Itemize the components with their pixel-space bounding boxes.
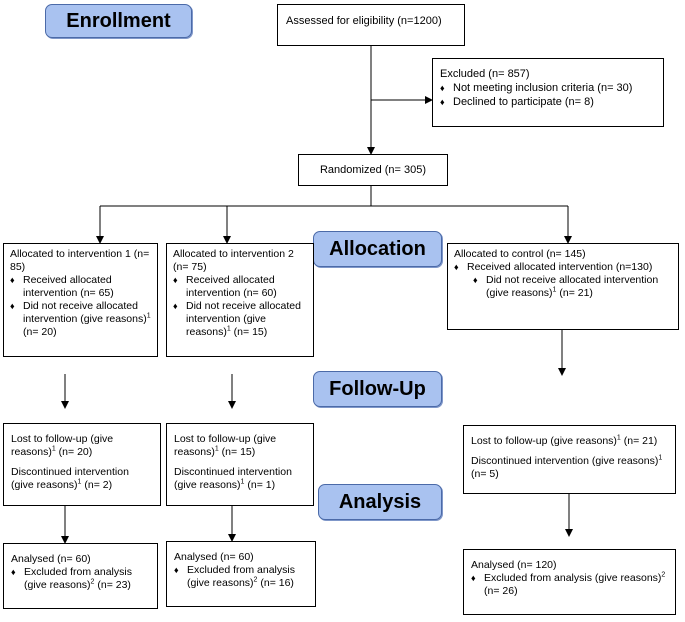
excluded-analysis-text: Excluded from analysis (give reasons): [484, 572, 662, 584]
lost-n: (n= 21): [620, 435, 658, 447]
lost-n: (n= 20): [55, 446, 93, 458]
followup-control-box: Lost to follow-up (give reasons)1 (n= 21…: [463, 425, 676, 494]
followup-int1-box: Lost to follow-up (give reasons)1 (n= 20…: [3, 423, 161, 506]
lost-text: Lost to follow-up (give reasons): [174, 433, 277, 458]
excluded-analysis-n: (n= 26): [484, 585, 518, 597]
not-received-text: Did not receive allocated intervention (…: [486, 274, 659, 299]
not-received-item: Did not receive allocated intervention (…: [173, 300, 307, 339]
received-item: Received allocated intervention (n= 60): [173, 274, 307, 300]
stage-allocation: Allocation: [313, 231, 442, 267]
stage-enrollment: Enrollment: [45, 4, 192, 38]
footnote-2: 2: [90, 578, 95, 586]
eligibility-box: Assessed for eligibility (n=1200): [277, 4, 465, 46]
analysis-int1-box: Analysed (n= 60) Excluded from analysis …: [3, 543, 158, 609]
eligibility-text: Assessed for eligibility (n=1200): [286, 15, 442, 27]
disc-text: Discontinued intervention (give reasons): [11, 466, 129, 491]
analysis-control-box: Analysed (n= 120) Excluded from analysis…: [463, 549, 676, 615]
allocated-title: Allocated to intervention 2 (n= 75): [173, 248, 294, 273]
allocated-title: Allocated to intervention 1 (n= 85): [10, 248, 150, 273]
not-received-n: (n= 20): [23, 326, 57, 338]
excluded-item: Not meeting inclusion criteria (n= 30): [440, 81, 656, 95]
disc-n: (n= 5): [471, 468, 499, 480]
not-received-item: Did not receive allocated intervention (…: [454, 274, 672, 300]
stage-followup: Follow-Up: [313, 371, 442, 407]
discontinued: Discontinued intervention (give reasons)…: [471, 455, 668, 481]
analysis-int2-box: Analysed (n= 60) Excluded from analysis …: [166, 541, 316, 607]
followup-int2-box: Lost to follow-up (give reasons)1 (n= 15…: [166, 423, 314, 506]
stage-analysis: Analysis: [318, 484, 442, 520]
analysed: Analysed (n= 120): [471, 559, 557, 571]
randomized-text: Randomized (n= 305): [319, 164, 427, 176]
excluded-item: Declined to participate (n= 8): [440, 95, 656, 109]
footnote-1: 1: [51, 445, 56, 453]
lost-text: Lost to follow-up (give reasons): [471, 435, 617, 447]
disc-n: (n= 1): [244, 479, 276, 491]
allocated-int2-box: Allocated to intervention 2 (n= 75) Rece…: [166, 243, 314, 357]
lost-n: (n= 15): [218, 446, 256, 458]
lost-to-followup: Lost to follow-up (give reasons)1 (n= 20…: [11, 433, 153, 459]
not-received-item: Did not receive allocated intervention (…: [10, 300, 151, 339]
allocated-int1-box: Allocated to intervention 1 (n= 85) Rece…: [3, 243, 158, 357]
excluded-analysis-text: Excluded from analysis (give reasons): [24, 566, 132, 591]
footnote-2: 2: [661, 571, 666, 579]
analysed: Analysed (n= 60): [11, 553, 91, 565]
lost-to-followup: Lost to follow-up (give reasons)1 (n= 15…: [174, 433, 306, 459]
disc-text: Discontinued intervention (give reasons): [471, 455, 659, 467]
excluded-from-analysis: Excluded from analysis (give reasons)2 (…: [471, 572, 668, 598]
footnote-1: 1: [214, 445, 219, 453]
discontinued: Discontinued intervention (give reasons)…: [11, 466, 153, 492]
disc-n: (n= 2): [81, 479, 113, 491]
excluded-from-analysis: Excluded from analysis (give reasons)2 (…: [11, 566, 150, 592]
footnote-1: 1: [658, 454, 663, 462]
not-received-n: (n= 21): [556, 287, 593, 299]
footnote-2: 2: [253, 576, 258, 584]
footnote-1: 1: [552, 286, 557, 294]
excluded-box: Excluded (n= 857) Not meeting inclusion …: [432, 58, 664, 127]
footnote-1: 1: [226, 325, 231, 333]
footnote-1: 1: [616, 434, 621, 442]
excluded-analysis-n: (n= 16): [257, 577, 294, 589]
randomized-box: Randomized (n= 305): [298, 154, 448, 186]
excluded-analysis-n: (n= 23): [94, 579, 131, 591]
excluded-title: Excluded (n= 857): [440, 68, 530, 80]
not-received-n: (n= 15): [230, 326, 268, 338]
excluded-from-analysis: Excluded from analysis (give reasons)2 (…: [174, 564, 308, 590]
disc-text: Discontinued intervention (give reasons): [174, 466, 292, 491]
lost-text: Lost to follow-up (give reasons): [11, 433, 114, 458]
not-received-text: Did not receive allocated intervention (…: [23, 300, 147, 325]
lost-to-followup: Lost to follow-up (give reasons)1 (n= 21…: [471, 435, 668, 448]
allocated-control-box: Allocated to control (n= 145) Received a…: [447, 243, 679, 330]
footnote-1: 1: [146, 312, 151, 320]
not-received-text: Did not receive allocated intervention (…: [186, 300, 301, 338]
received-item: Received allocated intervention (n=130): [454, 261, 672, 274]
received-item: Received allocated intervention (n= 65): [10, 274, 151, 300]
allocated-title: Allocated to control (n= 145): [454, 248, 586, 260]
excluded-analysis-text: Excluded from analysis (give reasons): [187, 564, 295, 589]
footnote-1: 1: [77, 478, 82, 486]
analysed: Analysed (n= 60): [174, 551, 254, 563]
footnote-1: 1: [240, 478, 245, 486]
discontinued: Discontinued intervention (give reasons)…: [174, 466, 306, 492]
